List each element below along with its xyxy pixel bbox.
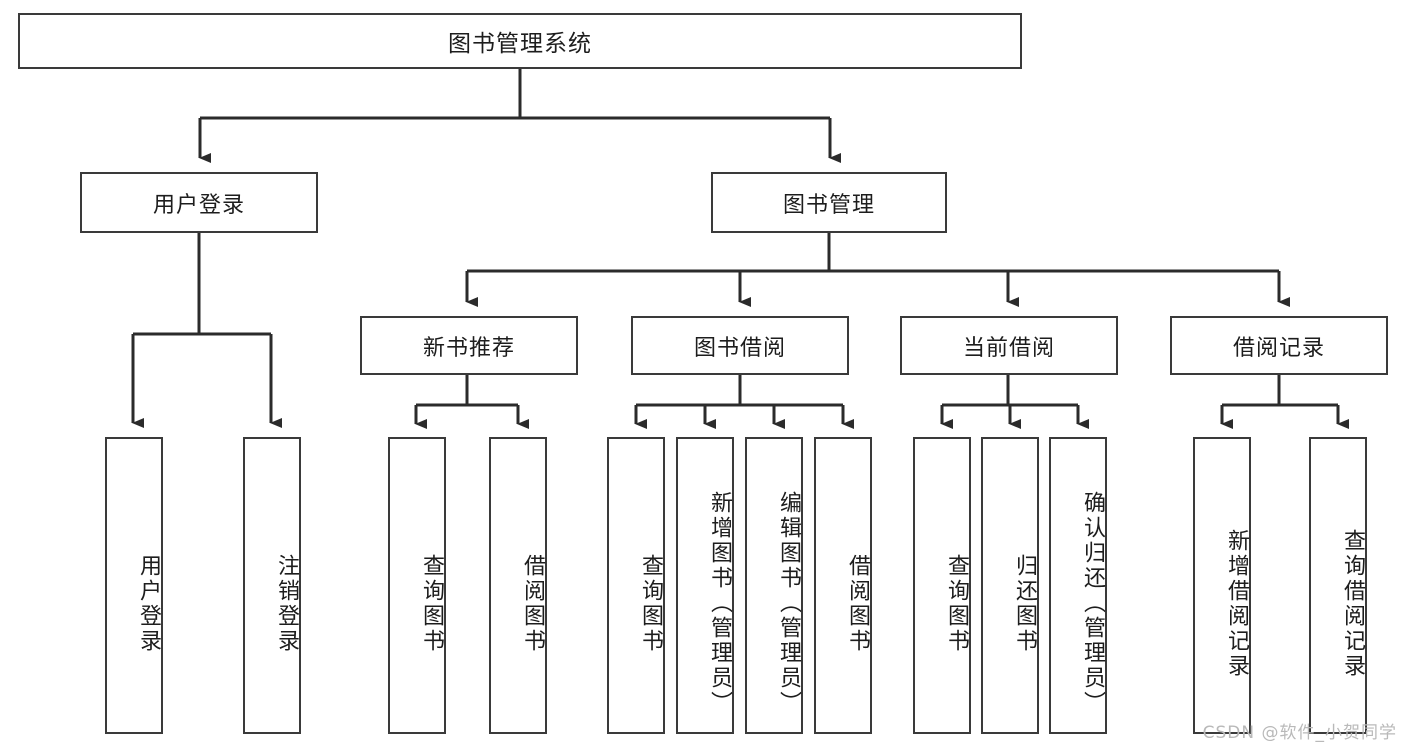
leaf-current-confirm-return[interactable]: 确认归还（管理员） <box>1049 437 1107 734</box>
node-borrow-record-label: 借阅记录 <box>1232 335 1325 361</box>
node-current-borrow-label: 当前借阅 <box>962 335 1055 361</box>
leaf-logout[interactable]: 注销登录 <box>243 437 301 734</box>
leaf-newbook-query-book[interactable]: 查询图书 <box>388 437 446 734</box>
leaf-current-return-book[interactable]: 归还图书 <box>981 437 1039 734</box>
node-user-login-label: 用户登录 <box>152 192 245 218</box>
leaf-user-login[interactable]: 用户登录 <box>105 437 163 734</box>
node-root[interactable]: 图书管理系统 <box>18 13 1022 69</box>
leaf-borrow-add-book[interactable]: 新增图书（管理员） <box>676 437 734 734</box>
leaf-record-query-label: 查询借阅记录 <box>1340 528 1365 679</box>
leaf-borrow-query-book-label: 查询图书 <box>638 553 663 654</box>
leaf-borrow-query-book[interactable]: 查询图书 <box>607 437 665 734</box>
node-user-login[interactable]: 用户登录 <box>80 172 318 233</box>
node-borrow-record[interactable]: 借阅记录 <box>1170 316 1388 375</box>
leaf-record-add-label: 新增借阅记录 <box>1224 528 1249 679</box>
node-current-borrow[interactable]: 当前借阅 <box>900 316 1118 375</box>
csdn-watermark: CSDN @软件_小贺同学 <box>1202 723 1397 743</box>
leaf-borrow-borrow-book-label: 借阅图书 <box>845 553 870 654</box>
node-book-borrow-label: 图书借阅 <box>693 335 786 361</box>
leaf-newbook-query-book-label: 查询图书 <box>419 553 444 654</box>
leaf-current-query-book[interactable]: 查询图书 <box>913 437 971 734</box>
leaf-user-login-label: 用户登录 <box>136 553 161 654</box>
leaf-record-add[interactable]: 新增借阅记录 <box>1193 437 1251 734</box>
leaf-record-query[interactable]: 查询借阅记录 <box>1309 437 1367 734</box>
leaf-borrow-edit-book[interactable]: 编辑图书（管理员） <box>745 437 803 734</box>
leaf-current-return-book-label: 归还图书 <box>1012 553 1037 654</box>
leaf-current-confirm-return-label: 确认归还（管理员） <box>1080 491 1105 716</box>
node-book-manage[interactable]: 图书管理 <box>711 172 947 233</box>
leaf-borrow-edit-book-label: 编辑图书（管理员） <box>776 491 801 716</box>
node-new-book-recommend[interactable]: 新书推荐 <box>360 316 578 375</box>
leaf-borrow-add-book-label: 新增图书（管理员） <box>707 491 732 716</box>
node-book-borrow[interactable]: 图书借阅 <box>631 316 849 375</box>
leaf-borrow-borrow-book[interactable]: 借阅图书 <box>814 437 872 734</box>
node-book-manage-label: 图书管理 <box>782 192 875 218</box>
node-root-label: 图书管理系统 <box>448 31 592 57</box>
leaf-logout-label: 注销登录 <box>274 553 299 654</box>
leaf-newbook-borrow-book-label: 借阅图书 <box>520 553 545 654</box>
leaf-current-query-book-label: 查询图书 <box>944 553 969 654</box>
node-new-book-recommend-label: 新书推荐 <box>422 335 515 361</box>
leaf-newbook-borrow-book[interactable]: 借阅图书 <box>489 437 547 734</box>
